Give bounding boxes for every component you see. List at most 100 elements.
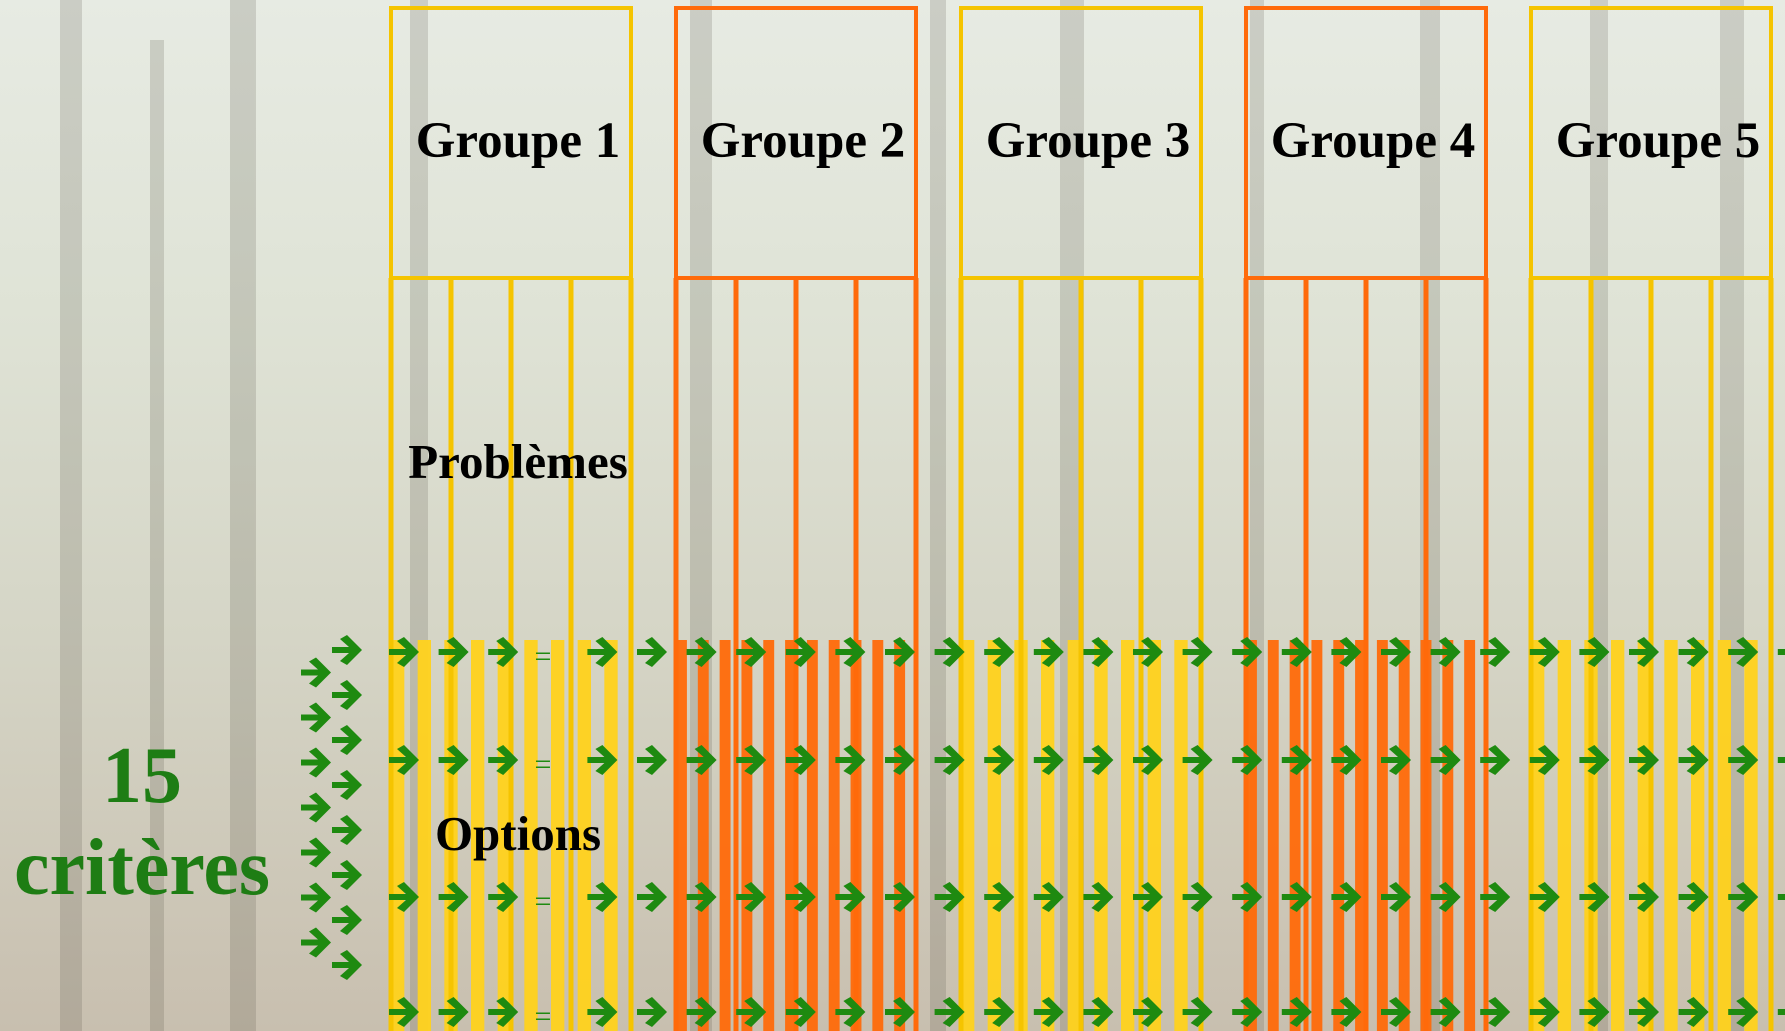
criterion-arrow-row1-18: [1232, 637, 1263, 667]
criterion-arrow-row3-7: [686, 882, 717, 912]
criterion-arrow-row2-14: [1033, 745, 1064, 775]
option-stripe-g2-19: [872, 640, 884, 1031]
criterion-arrow-row3-16: [1133, 882, 1163, 912]
options-label: Options: [434, 806, 602, 861]
criterion-arrow-row4-1: [389, 997, 419, 1027]
option-stripe-g5-13: [1691, 640, 1705, 1031]
group-title-5: Groupe 5: [1555, 113, 1761, 169]
criterion-arrow-row4-2: [438, 997, 469, 1027]
option-stripe-g4-13: [1376, 640, 1388, 1031]
criterion-arrow-row3-28: [1728, 882, 1759, 912]
criterion-arrow-row3-9: [785, 882, 816, 912]
group-title-3: Groupe 3: [985, 113, 1191, 169]
option-stripe-g2-21: [894, 640, 906, 1031]
option-stripe-g4-19: [1442, 640, 1454, 1031]
equal-marker-row2: =: [535, 748, 552, 781]
option-stripe-g1-1: [391, 640, 405, 1031]
option-stripe-g2-15: [828, 640, 840, 1031]
criterion-arrow-row1-21: [1381, 637, 1411, 667]
option-stripe-g4-9: [1333, 640, 1345, 1031]
criterion-arrow-row1-12: [934, 637, 965, 667]
criterion-arrow-row2-16: [1133, 745, 1163, 775]
option-stripe-g5-15: [1717, 640, 1731, 1031]
criterion-arrow-row4-24: [1529, 997, 1560, 1027]
criterion-arrow-left-3: [332, 680, 362, 710]
criterion-arrow-row3-10: [835, 882, 866, 912]
option-stripe-g2-7: [741, 640, 753, 1031]
criterion-arrow-row1-2: [438, 637, 469, 667]
criterion-arrow-row1-13: [984, 637, 1015, 667]
criterion-arrow-row1-17: [1182, 637, 1213, 667]
criterion-arrow-row2-7: [686, 745, 717, 775]
criterion-arrow-row3-1: [389, 882, 419, 912]
criterion-arrow-row4-22: [1430, 997, 1461, 1027]
option-stripe-g2-11: [785, 640, 796, 1031]
criterion-arrow-row2-22: [1430, 745, 1461, 775]
criterion-arrow-left-13: [332, 905, 362, 935]
criterion-arrow-left-12: [301, 882, 331, 913]
option-stripe-g3-9: [1067, 640, 1081, 1031]
criterion-arrow-row4-7: [686, 997, 717, 1027]
criterion-arrow-left-5: [332, 725, 362, 755]
criterion-arrow-row4-12: [934, 997, 965, 1027]
criterion-arrow-row2-9: [785, 745, 816, 775]
criterion-arrow-row2-23: [1480, 745, 1511, 775]
criterion-arrow-row3-14: [1033, 882, 1064, 912]
criterion-arrow-row1-24: [1529, 637, 1560, 667]
criterion-arrow-row1-3: [488, 637, 519, 667]
option-stripe-g4-7: [1311, 640, 1323, 1031]
equal-marker-row4: =: [535, 1000, 552, 1031]
criterion-arrow-row3-19: [1281, 882, 1312, 912]
criterion-arrow-left-11: [332, 860, 362, 890]
option-stripe-g5-9: [1637, 640, 1651, 1031]
criterion-arrow-row2-26: [1629, 745, 1659, 775]
criterion-arrow-row2-2: [438, 745, 469, 775]
criterion-arrow-row4-28: [1728, 997, 1759, 1027]
criterion-arrow-left-2: [301, 657, 331, 688]
group-title-1: Groupe 1: [415, 113, 621, 169]
criterion-arrow-row3-6: [637, 882, 667, 912]
option-stripe-g5-1: [1531, 640, 1545, 1031]
criterion-arrow-row4-21: [1381, 997, 1411, 1027]
criterion-arrow-left-14: [301, 927, 331, 958]
criterion-arrow-row4-16: [1133, 997, 1163, 1027]
criterion-arrow-row3-2: [438, 882, 469, 912]
option-stripe-g1-7: [471, 640, 485, 1031]
criterion-arrow-row1-9: [785, 637, 816, 667]
criteria-number: 15: [102, 732, 182, 820]
equal-marker-row1: =: [535, 640, 552, 673]
criterion-arrow-row4-18: [1232, 997, 1263, 1027]
criterion-arrow-row1-28: [1728, 637, 1759, 667]
criterion-arrow-row1-20: [1331, 637, 1362, 667]
criterion-arrow-row2-11: [885, 745, 915, 775]
criterion-arrow-left-7: [332, 770, 362, 800]
criterion-arrow-row4-8: [736, 997, 767, 1027]
criterion-arrow-row1-19: [1281, 637, 1312, 667]
criterion-arrow-row2-1: [389, 745, 419, 775]
criterion-arrow-row4-10: [835, 997, 866, 1027]
criterion-arrow-row1-8: [736, 637, 767, 667]
criterion-arrow-row1-27: [1678, 637, 1709, 667]
criterion-arrow-row4-19: [1281, 997, 1312, 1027]
criterion-arrow-row2-29: [1777, 757, 1785, 763]
criterion-arrow-row1-16: [1133, 637, 1163, 667]
option-stripe-g4-5: [1289, 640, 1301, 1031]
criterion-arrow-row2-10: [835, 745, 866, 775]
criterion-arrow-row1-29: [1777, 649, 1785, 655]
criterion-arrow-row4-29: [1777, 1009, 1785, 1015]
criterion-arrow-row1-25: [1579, 637, 1610, 667]
criterion-arrow-row1-23: [1480, 637, 1511, 667]
criterion-arrow-row1-14: [1033, 637, 1064, 667]
criterion-arrow-left-4: [301, 702, 331, 733]
criterion-arrow-row3-3: [488, 882, 519, 912]
criterion-arrow-row2-28: [1728, 745, 1759, 775]
option-stripe-g3-17: [1174, 640, 1188, 1031]
criterion-arrow-row2-15: [1083, 745, 1114, 775]
option-stripe-g2-5: [719, 640, 731, 1031]
option-stripe-g3-3: [987, 640, 1001, 1031]
criterion-arrow-row1-10: [835, 637, 866, 667]
criterion-arrow-row2-27: [1678, 745, 1709, 775]
option-stripe-g1-11: [524, 640, 538, 1031]
criterion-arrow-row3-27: [1678, 882, 1709, 912]
criterion-arrow-row4-27: [1678, 997, 1709, 1027]
